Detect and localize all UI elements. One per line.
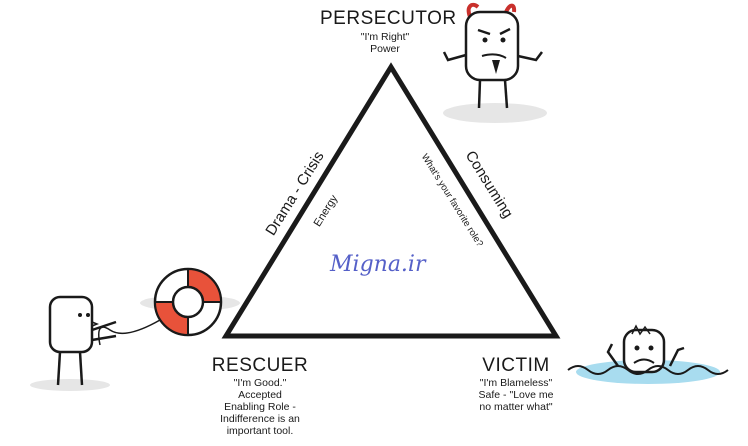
rescuer-line-1: "I'm Good." xyxy=(233,377,287,389)
lifebuoy-icon xyxy=(98,267,240,346)
victim-title: VICTIM xyxy=(482,355,550,376)
rescuer-line-3: Enabling Role - xyxy=(224,401,296,413)
rescuer-line-2: Accepted xyxy=(238,389,282,401)
drama-triangle xyxy=(221,62,561,339)
persecutor-line-1: "I'm Right" xyxy=(360,31,410,43)
center-watermark-text: Migna.ir xyxy=(330,252,426,277)
victim-line-3: no matter what" xyxy=(479,401,553,413)
rescuer-title: RESCUER xyxy=(211,355,309,376)
drowning-victim-figure xyxy=(567,324,729,384)
devil-persecutor-figure xyxy=(442,2,547,123)
persecutor-title: PERSECUTOR xyxy=(320,8,457,29)
rescuer-line-5: important tool. xyxy=(226,425,294,437)
persecutor-line-2: Power xyxy=(370,43,400,55)
victim-line-1: "I'm Blameless" xyxy=(479,377,553,389)
rescuer-figure xyxy=(30,295,117,391)
rescuer-line-4: Indifference is an xyxy=(220,413,300,425)
victim-line-2: Safe - "Love me xyxy=(478,389,554,401)
